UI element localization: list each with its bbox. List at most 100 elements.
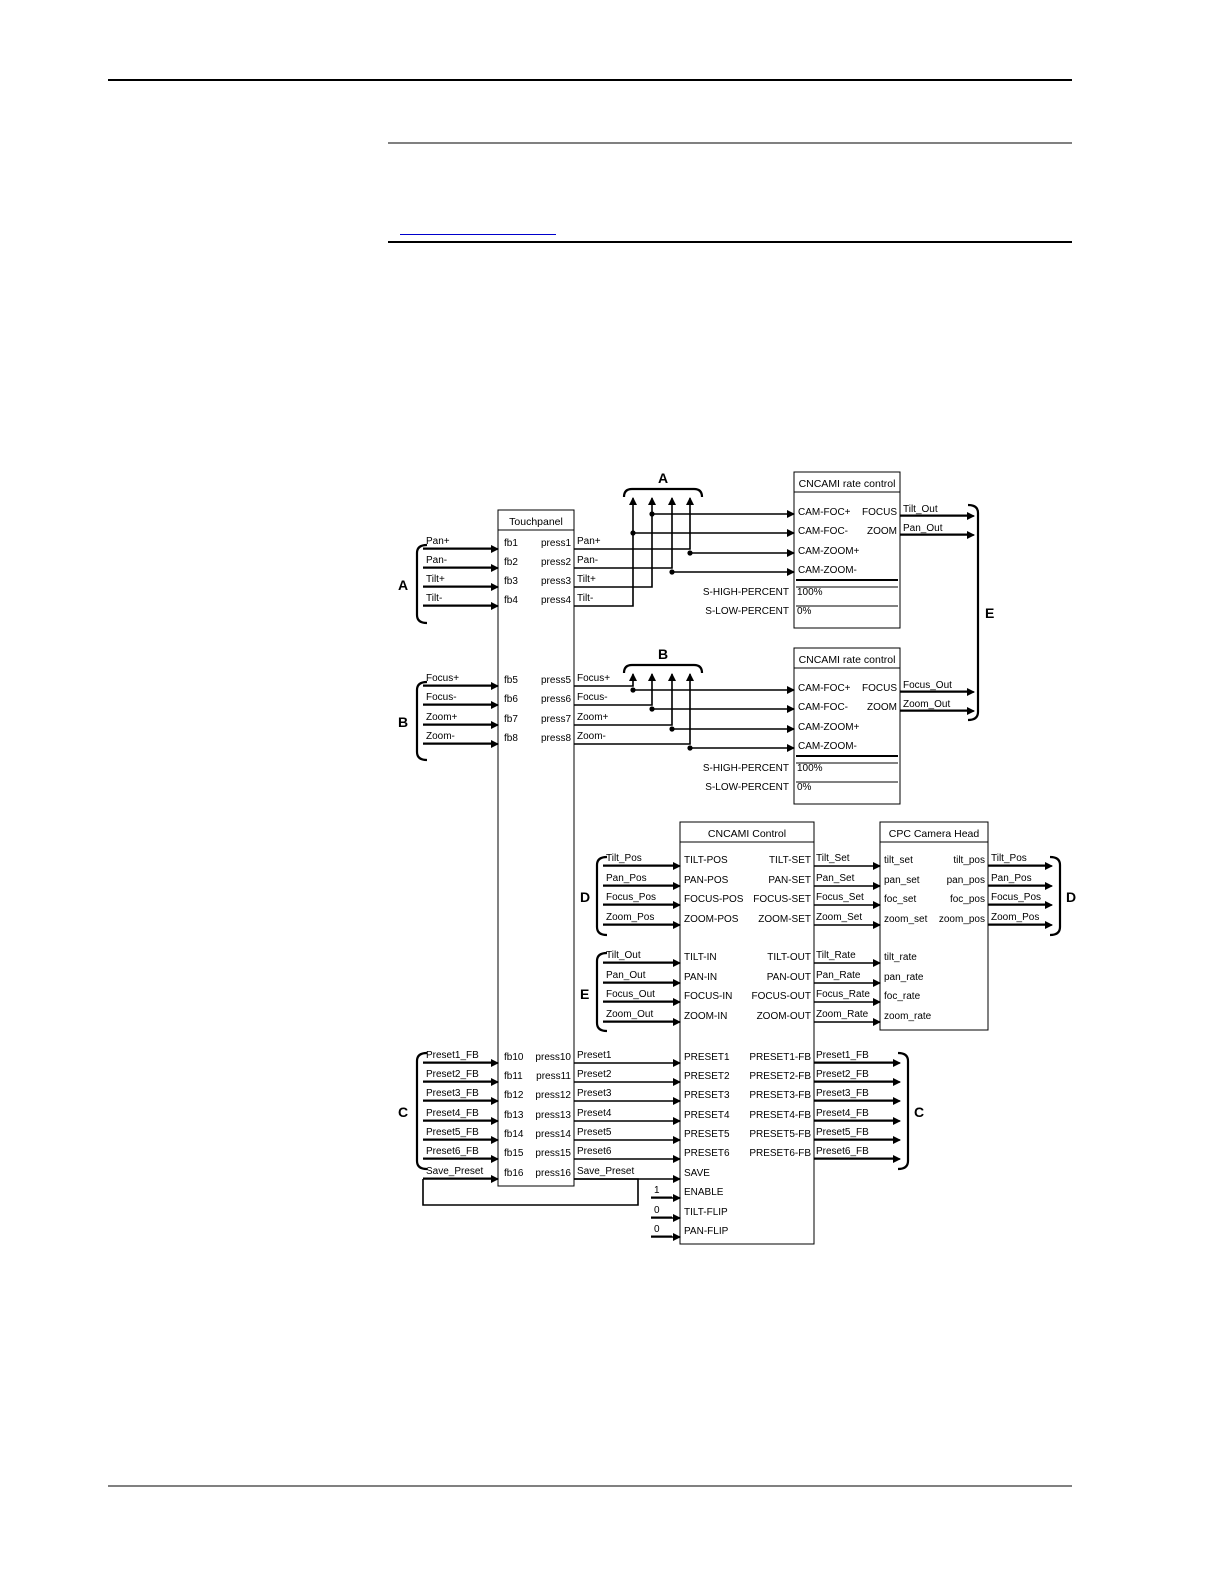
control-preset-fb-signal-label: Preset3_FB [816,1088,869,1099]
control-constant-value: 0 [654,1224,660,1235]
camera-head-output-port: pan_pos [947,875,985,886]
touchpanel-press-port-label: press8 [541,733,571,744]
touchpanel-press-port-label: press4 [541,595,571,606]
touchpanel-block: Touchpanel [497,509,575,1187]
control-pos-input-port: TILT-POS [684,855,728,866]
control-preset-input-port: PRESET5 [684,1129,730,1140]
group-label-b-top: B [658,646,668,662]
rate-control-output-label: FOCUS [862,683,897,694]
control-rate-input-port: TILT-IN [684,952,717,963]
control-set-signal-label: Zoom_Set [816,912,862,923]
group-label-b-left: B [398,714,408,730]
control-pos-input-port: ZOOM-POS [684,914,739,925]
control-pos-in-signal-label: Focus_Pos [606,892,656,903]
control-rate-in-signal-label: Focus_Out [606,989,655,1000]
rate-control-input-label: CAM-FOC+ [798,507,851,518]
control-rate-output-port: TILT-OUT [767,952,811,963]
touchpanel-output-signal-label: Preset4 [577,1108,612,1119]
touchpanel-input-signal-label: Preset1_FB [426,1050,479,1061]
control-rate-in-signal-label: Tilt_Out [606,950,641,961]
link-underline[interactable] [400,234,556,235]
cncami-control-block: CNCAMI Control [679,821,815,1245]
control-preset-input-port: PRESET2 [684,1071,730,1082]
group-label-a-left: A [398,577,408,593]
camera-head-output-signal-label: Tilt_Pos [991,853,1027,864]
camera-head-rate-input-port: pan_rate [884,972,924,983]
control-preset-fb-signal-label: Preset4_FB [816,1108,869,1119]
control-rate-signal-label: Pan_Rate [816,970,861,981]
bus-a-wiring: A [574,470,795,607]
touchpanel-output-signal-label: Preset2 [577,1069,612,1080]
control-set-output-port: ZOOM-SET [758,914,811,925]
control-preset-fb-signal-label: Preset1_FB [816,1050,869,1061]
rate-control-output-signal-label: Pan_Out [903,523,943,534]
rate-control-param-label: S-LOW-PERCENT [705,606,789,617]
camera-head-block: CPC Camera Head [879,821,989,1031]
bracket-b-left [415,680,428,762]
touchpanel-press-port-label: press10 [535,1052,571,1063]
touchpanel-fb-port-label: fb13 [504,1110,524,1121]
control-rate-signal-label: Focus_Rate [816,989,870,1000]
camera-head-output-signal-label: Zoom_Pos [991,912,1039,923]
touchpanel-fb-port-label: fb14 [504,1129,524,1140]
control-rate-input-port: PAN-IN [684,972,717,983]
control-preset-output-port: PRESET2-FB [749,1071,811,1082]
control-preset-input-port: PRESET6 [684,1148,730,1159]
camera-head-input-port: foc_set [884,894,916,905]
control-pos-input-port: PAN-POS [684,875,729,886]
group-label-a-top: A [658,470,668,486]
touchpanel-press-port-label: press12 [535,1090,571,1101]
camera-head-input-port: pan_set [884,875,920,886]
touchpanel-input-signal-label: Preset4_FB [426,1108,479,1119]
rate-control-input-label: CAM-FOC- [798,526,848,537]
camera-head-output-port: foc_pos [950,894,985,905]
control-preset-input-port: PAN-FLIP [684,1226,729,1237]
touchpanel-press-port-label: press5 [541,675,571,686]
rate-control-input-label: CAM-ZOOM+ [798,546,860,557]
touchpanel-input-signal-label: Zoom- [426,731,455,742]
touchpanel-press-port-label: press7 [541,714,571,725]
camera-head-output-port: tilt_pos [953,855,985,866]
control-rate-output-port: ZOOM-OUT [757,1011,811,1022]
touchpanel-press-port-label: press11 [536,1071,571,1082]
touchpanel-output-signal-label: Pan+ [577,536,601,547]
touchpanel-output-signal-label: Preset6 [577,1146,612,1157]
touchpanel-fb-port-label: fb16 [504,1168,524,1179]
rate-control-input-label: CAM-ZOOM- [798,565,857,576]
group-label-c-right: C [914,1104,924,1120]
control-title: CNCAMI Control [708,828,786,840]
control-pos-in-signal-label: Tilt_Pos [606,853,642,864]
touchpanel-fb-port-label: fb8 [504,733,518,744]
touchpanel-press-port-label: press1 [541,538,571,549]
touchpanel-fb-port-label: fb11 [504,1071,523,1082]
rate-control-output-label: ZOOM [867,526,897,537]
bracket-d-right [1049,855,1062,937]
bus-b-wiring: B [574,646,795,752]
touchpanel-input-signal-label: Focus+ [426,673,459,684]
touchpanel-output-signal-label: Tilt- [577,593,593,604]
camera-head-rate-input-port: foc_rate [884,991,921,1002]
control-rate-in-signal-label: Pan_Out [606,970,646,981]
touchpanel-input-signal-label: Focus- [426,692,457,703]
group-label-d-left: D [580,889,590,905]
camera-head-output-signal-label: Focus_Pos [991,892,1041,903]
rate-control-output-signal-label: Focus_Out [903,680,952,691]
control-preset-output-port: PRESET5-FB [749,1129,811,1140]
camera-head-title: CPC Camera Head [889,828,980,840]
bracket-c-right [897,1051,910,1171]
touchpanel-input-signal-label: Preset5_FB [426,1127,479,1138]
touchpanel-output-signal-label: Tilt+ [577,574,596,585]
control-preset-input-port: ENABLE [684,1187,724,1198]
rate-control-param-label: S-HIGH-PERCENT [703,763,789,774]
camera-head-input-port: tilt_set [884,855,913,866]
rate-control-output-label: ZOOM [867,702,897,713]
touchpanel-output-signal-label: Pan- [577,555,598,566]
touchpanel-output-signal-label: Preset3 [577,1088,612,1099]
camera-head-rate-input-port: zoom_rate [884,1011,932,1022]
control-preset-input-port: TILT-FLIP [684,1207,728,1218]
save-preset-loop [422,1178,639,1206]
control-pos-in-signal-label: Zoom_Pos [606,912,654,923]
touchpanel-fb-port-label: fb1 [504,538,518,549]
